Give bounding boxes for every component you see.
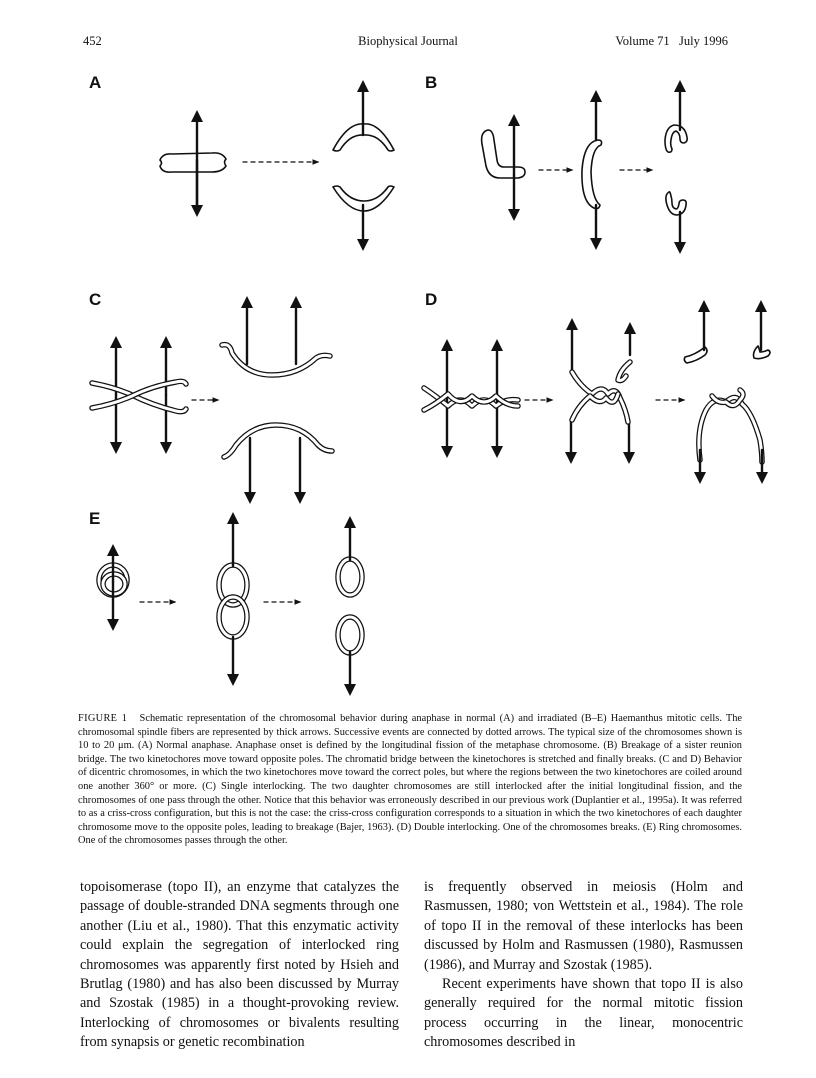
figure-caption: FIGURE 1 Schematic representation of the… <box>78 712 742 848</box>
panel-label-c: C <box>89 290 101 309</box>
figure-1-illustration: A B C D E <box>89 73 771 696</box>
paragraph: topoisomerase (topo II), an enzyme that … <box>80 879 399 1051</box>
panel-d-drawing <box>421 300 771 484</box>
paragraph: Recent experiments have shown that topo … <box>424 976 743 1051</box>
panel-label-a: A <box>89 73 101 92</box>
volume-info: Volume 71 July 1996 <box>615 34 728 48</box>
panel-b-drawing <box>480 80 688 254</box>
figure-label: FIGURE 1 <box>78 713 128 724</box>
paragraph: is frequently observed in meiosis (Holm … <box>424 879 743 973</box>
panel-e-drawing <box>96 512 365 696</box>
caption-text: Schematic representation of the chromoso… <box>78 713 743 847</box>
panel-label-d: D <box>425 290 437 309</box>
panel-label-b: B <box>425 73 437 92</box>
panel-c-drawing <box>89 296 335 504</box>
body-column-right: is frequently observed in meiosis (Holm … <box>424 878 743 1053</box>
body-column-left: topoisomerase (topo II), an enzyme that … <box>80 878 399 1053</box>
panel-a-drawing <box>159 80 395 251</box>
panel-label-e: E <box>89 509 100 528</box>
page-number: 452 <box>83 34 102 48</box>
journal-title: Biophysical Journal <box>358 34 458 48</box>
